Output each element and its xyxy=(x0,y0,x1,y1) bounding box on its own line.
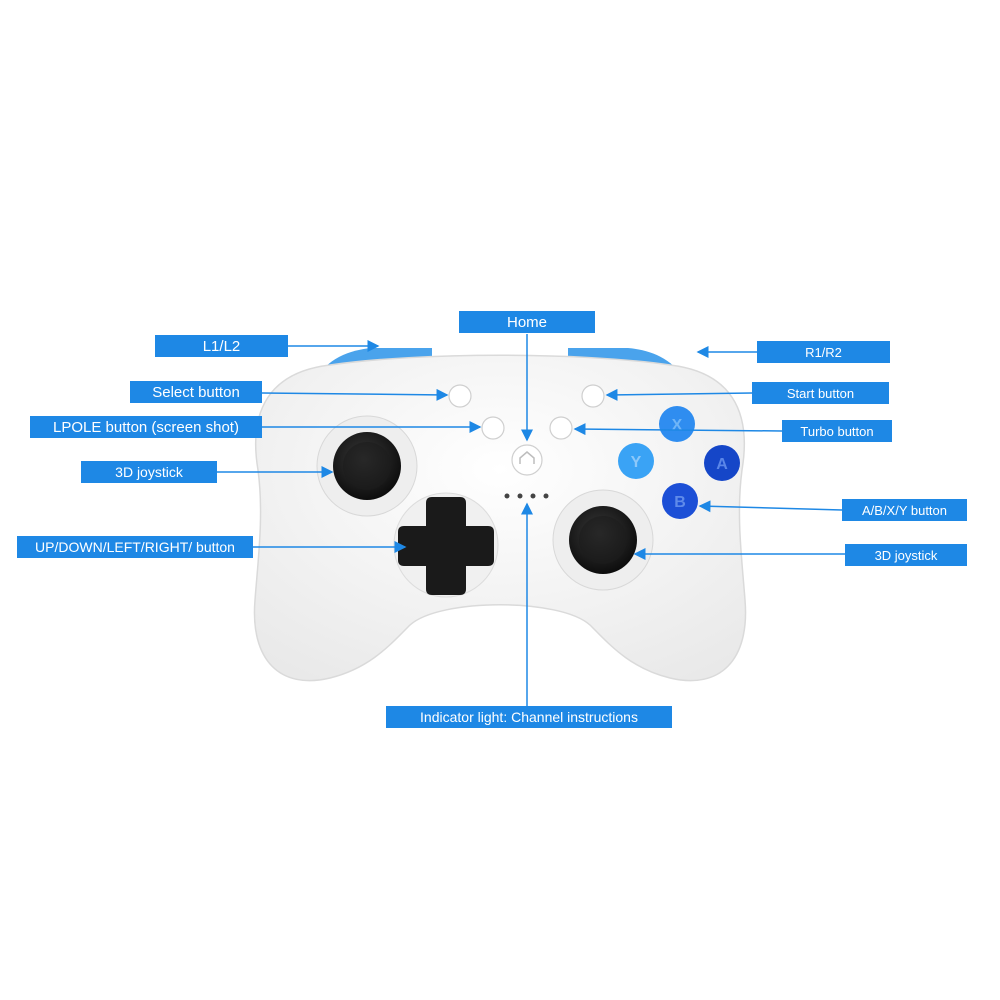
start-button-icon xyxy=(581,384,605,408)
turbo-button-icon xyxy=(549,416,573,440)
arrow-select xyxy=(261,388,449,401)
arrow-start xyxy=(605,388,753,401)
b-button-letter: B xyxy=(674,494,686,511)
x-button-letter: X xyxy=(672,417,683,434)
select-button-icon xyxy=(448,384,472,408)
joystick-left-label: 3D joystick xyxy=(81,461,217,483)
home-label: Home xyxy=(459,311,595,333)
lpole-button-icon xyxy=(481,416,505,440)
b-button-icon xyxy=(662,483,698,519)
indicator-light-label: Indicator light: Channel instructions xyxy=(386,706,672,728)
y-button-icon xyxy=(618,443,654,479)
joystick-right-label: 3D joystick xyxy=(845,544,967,566)
x-button-icon xyxy=(659,406,695,442)
arrow-turbo xyxy=(573,423,783,436)
abxy-button-label: A/B/X/Y button xyxy=(842,499,967,521)
r1r2-label: R1/R2 xyxy=(757,341,890,363)
controller-body xyxy=(253,354,747,682)
arrow-abxy xyxy=(698,500,843,513)
a-button-icon xyxy=(704,445,740,481)
l1l2-label: L1/L2 xyxy=(155,335,288,357)
start-button-label: Start button xyxy=(752,382,889,404)
lpole-button-label: LPOLE button (screen shot) xyxy=(30,416,262,438)
home-button-icon xyxy=(511,444,543,476)
indicator-lights-icon xyxy=(504,493,549,499)
a-button-letter: A xyxy=(716,456,728,473)
dpad-icon xyxy=(398,497,494,595)
select-button-label: Select button xyxy=(130,381,262,403)
dpad-button-label: UP/DOWN/LEFT/RIGHT/ button xyxy=(17,536,253,558)
turbo-button-label: Turbo button xyxy=(782,420,892,442)
y-button-letter: Y xyxy=(631,454,642,471)
